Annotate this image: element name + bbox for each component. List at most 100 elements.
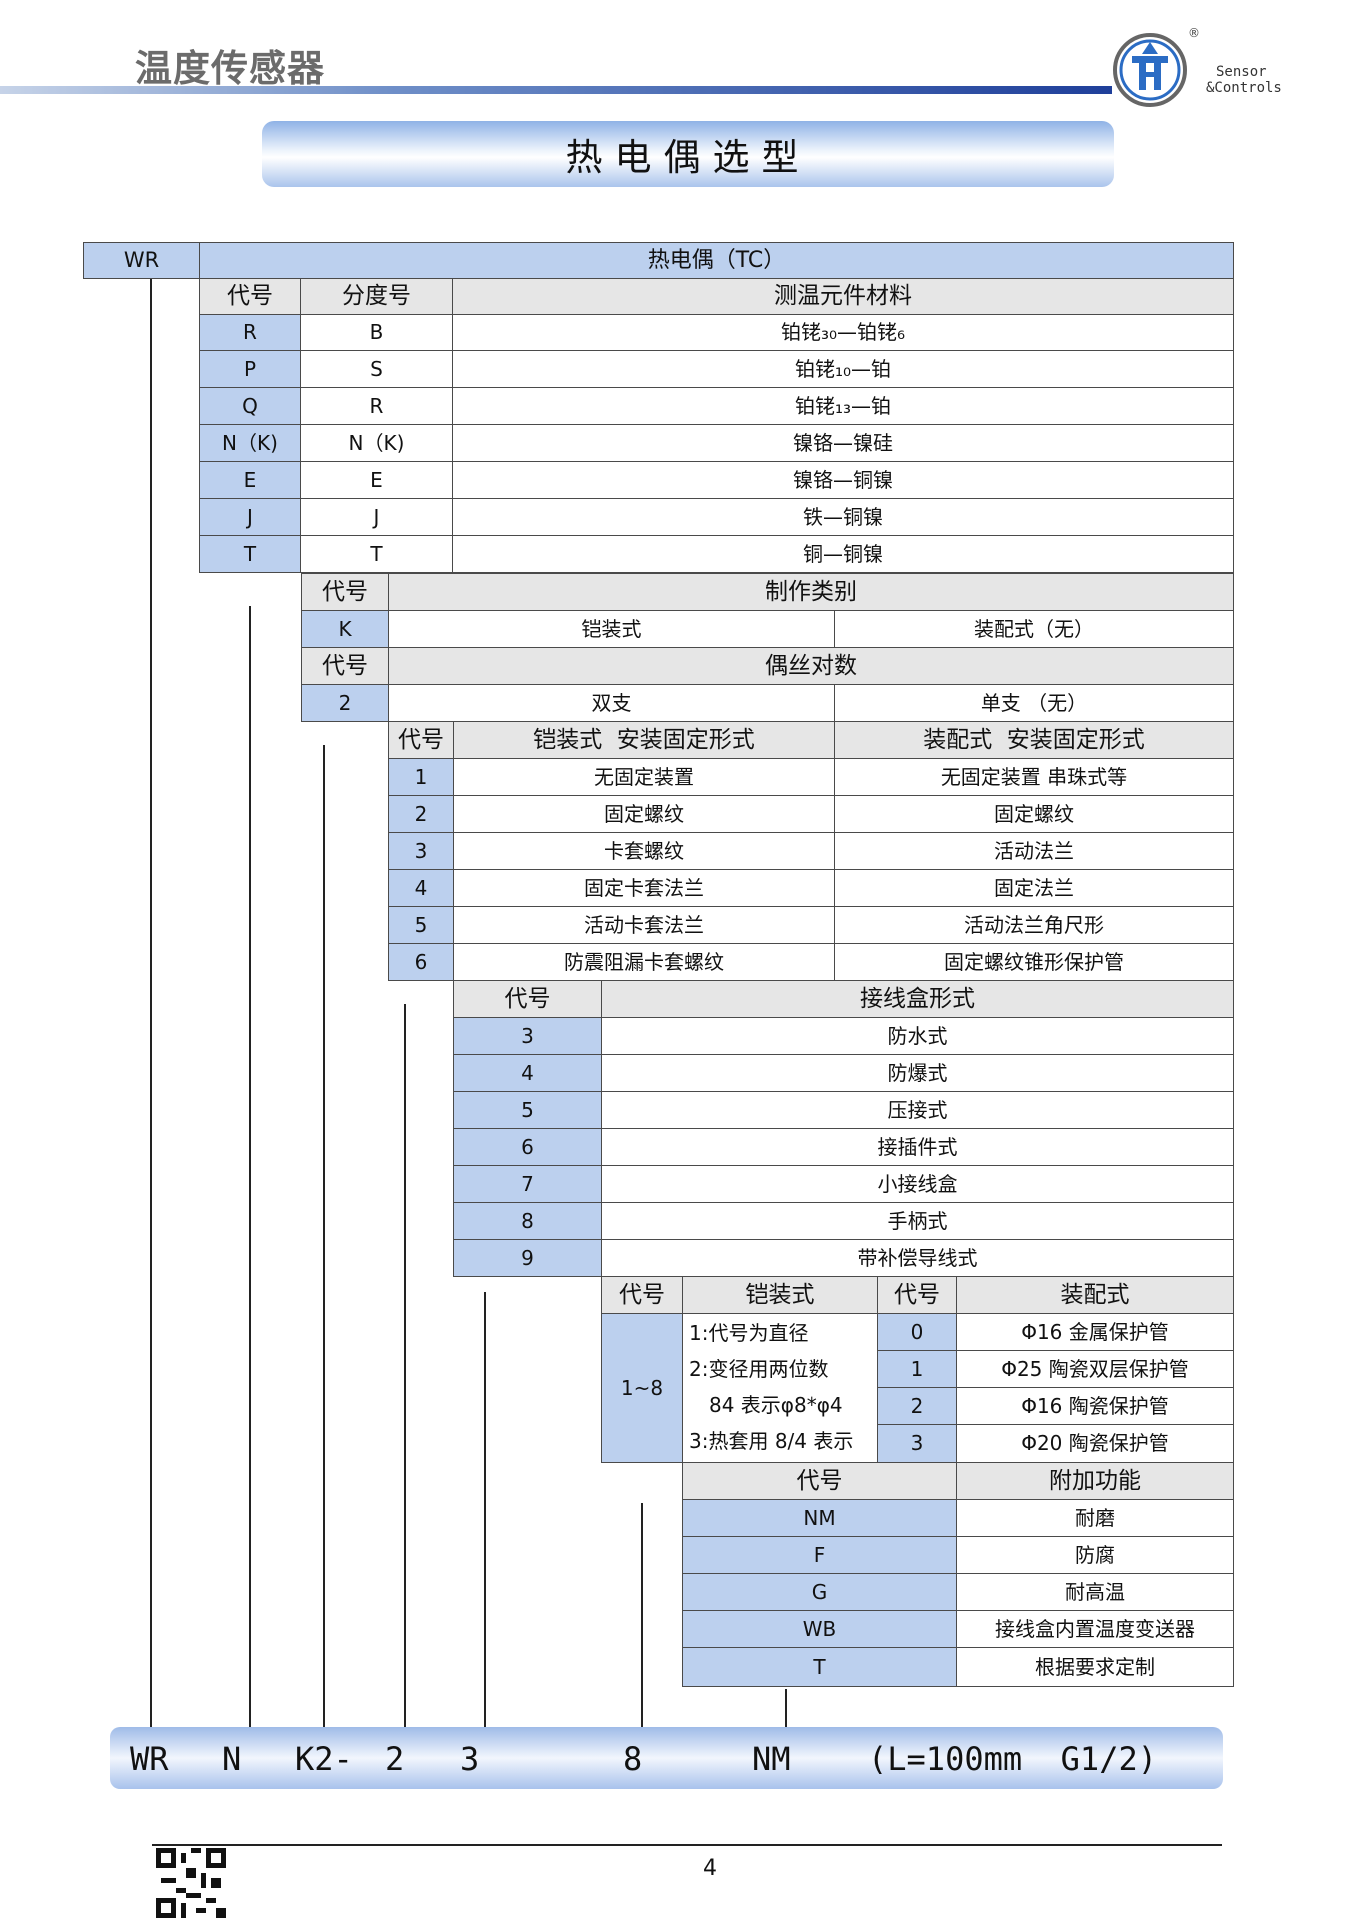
material-grad: N（K)	[300, 424, 453, 462]
logo-text-2: &Controls	[1206, 80, 1282, 96]
mounting-code: 4	[388, 869, 454, 907]
wire-pair-header-code: 代号	[301, 647, 389, 685]
protection-assembly-code: 3	[877, 1424, 957, 1463]
material-code: Q	[199, 387, 301, 425]
material-header-code: 代号	[199, 278, 301, 315]
material-header-name: 测温元件材料	[452, 278, 1234, 315]
junction-code: 4	[453, 1054, 602, 1092]
mounting-code: 2	[388, 795, 454, 833]
junction-header-name: 接线盒形式	[601, 980, 1234, 1018]
material-grad: S	[300, 350, 453, 388]
example-part: NM	[752, 1740, 791, 1778]
header-bar	[0, 86, 1112, 94]
junction-name: 带补偿导线式	[601, 1239, 1234, 1277]
material-header-grad: 分度号	[300, 278, 453, 315]
extra-name: 防腐	[956, 1536, 1234, 1574]
mounting-assembly: 固定螺纹	[834, 795, 1234, 833]
qr-code-icon	[156, 1848, 226, 1918]
extra-code: T	[682, 1647, 957, 1687]
protection-note: 84 表示φ8*φ4	[709, 1393, 843, 1417]
wire-pair-code: 2	[301, 684, 389, 722]
junction-name: 接插件式	[601, 1128, 1234, 1166]
junction-code: 9	[453, 1239, 602, 1277]
connector-line	[323, 745, 325, 1727]
protection-assembly-code: 1	[877, 1350, 957, 1388]
mounting-armored: 活动卡套法兰	[453, 906, 835, 944]
mounting-armored: 固定卡套法兰	[453, 869, 835, 907]
make-type-assembly: 装配式（无）	[834, 610, 1234, 648]
mounting-assembly: 无固定装置 串珠式等	[834, 758, 1234, 796]
example-part: K2-	[295, 1740, 353, 1778]
junction-name: 压接式	[601, 1091, 1234, 1129]
example-model-bar	[110, 1727, 1223, 1789]
material-grad: R	[300, 387, 453, 425]
material-name: 铂铑₁₃—铂	[452, 387, 1234, 425]
mounting-code: 1	[388, 758, 454, 796]
mounting-armored: 卡套螺纹	[453, 832, 835, 870]
banner-title: 热电偶选型	[262, 121, 1114, 187]
mounting-code: 3	[388, 832, 454, 870]
mounting-code: 5	[388, 906, 454, 944]
protection-header-code: 代号	[601, 1276, 683, 1314]
connector-line	[484, 1292, 486, 1727]
extra-header-code: 代号	[682, 1462, 957, 1500]
connector-line	[785, 1689, 787, 1727]
wr-code-cell: WR	[83, 242, 200, 279]
protection-armored-notes: 1:代号为直径 2:变径用两位数 84 表示φ8*φ4 3:热套用 8/4 表示	[682, 1313, 878, 1463]
material-name: 镍铬—镍硅	[452, 424, 1234, 462]
protection-assembly-code: 2	[877, 1387, 957, 1425]
material-grad: E	[300, 461, 453, 499]
connector-line	[404, 1004, 406, 1727]
material-code: P	[199, 350, 301, 388]
material-name: 铂铑₃₀—铂铑₆	[452, 314, 1234, 351]
protection-note: 3:热套用 8/4 表示	[689, 1429, 854, 1453]
junction-name: 小接线盒	[601, 1165, 1234, 1203]
mounting-assembly: 活动法兰	[834, 832, 1234, 870]
material-grad: J	[300, 498, 453, 536]
material-name: 铜—铜镍	[452, 535, 1234, 573]
mounting-armored: 无固定装置	[453, 758, 835, 796]
document-title: 温度传感器	[135, 47, 325, 90]
extra-code: F	[682, 1536, 957, 1574]
material-grad: T	[300, 535, 453, 573]
junction-code: 6	[453, 1128, 602, 1166]
material-code: R	[199, 314, 301, 351]
logo-icon	[1113, 33, 1187, 107]
junction-code: 3	[453, 1017, 602, 1055]
material-code: T	[199, 535, 301, 573]
registered-mark: ®	[1188, 26, 1200, 40]
example-part: N	[222, 1740, 242, 1778]
connector-line	[641, 1503, 643, 1727]
make-type-header: 制作类别	[388, 573, 1234, 611]
example-part: (L=100mm G1/2)	[868, 1740, 1157, 1778]
extra-header-name: 附加功能	[956, 1462, 1234, 1500]
mounting-header-armored: 铠装式 安装固定形式	[453, 721, 835, 759]
wire-pair-single: 单支 （无）	[834, 684, 1234, 722]
junction-code: 5	[453, 1091, 602, 1129]
protection-header-code-2: 代号	[877, 1276, 957, 1314]
extra-name: 耐高温	[956, 1573, 1234, 1611]
mounting-assembly: 活动法兰角尺形	[834, 906, 1234, 944]
mounting-assembly: 固定螺纹锥形保护管	[834, 943, 1234, 981]
make-type-header-code: 代号	[301, 573, 389, 611]
example-part: 8	[623, 1740, 643, 1778]
mounting-code: 6	[388, 943, 454, 981]
material-grad: B	[300, 314, 453, 351]
protection-header-assembly: 装配式	[956, 1276, 1234, 1314]
protection-assembly-code: 0	[877, 1313, 957, 1351]
connector-line	[150, 278, 152, 1727]
protection-header-armored: 铠装式	[682, 1276, 878, 1314]
example-part: WR	[130, 1740, 169, 1778]
protection-assembly-name: Φ16 陶瓷保护管	[956, 1387, 1234, 1425]
mounting-assembly: 固定法兰	[834, 869, 1234, 907]
mounting-armored: 防震阻漏卡套螺纹	[453, 943, 835, 981]
connector-line	[249, 606, 251, 1727]
wire-pair-header: 偶丝对数	[388, 647, 1234, 685]
mounting-header-assembly: 装配式 安装固定形式	[834, 721, 1234, 759]
extra-name: 根据要求定制	[956, 1647, 1234, 1687]
material-code: N（K)	[199, 424, 301, 462]
junction-name: 手柄式	[601, 1202, 1234, 1240]
junction-code: 8	[453, 1202, 602, 1240]
material-code: E	[199, 461, 301, 499]
extra-name: 耐磨	[956, 1499, 1234, 1537]
